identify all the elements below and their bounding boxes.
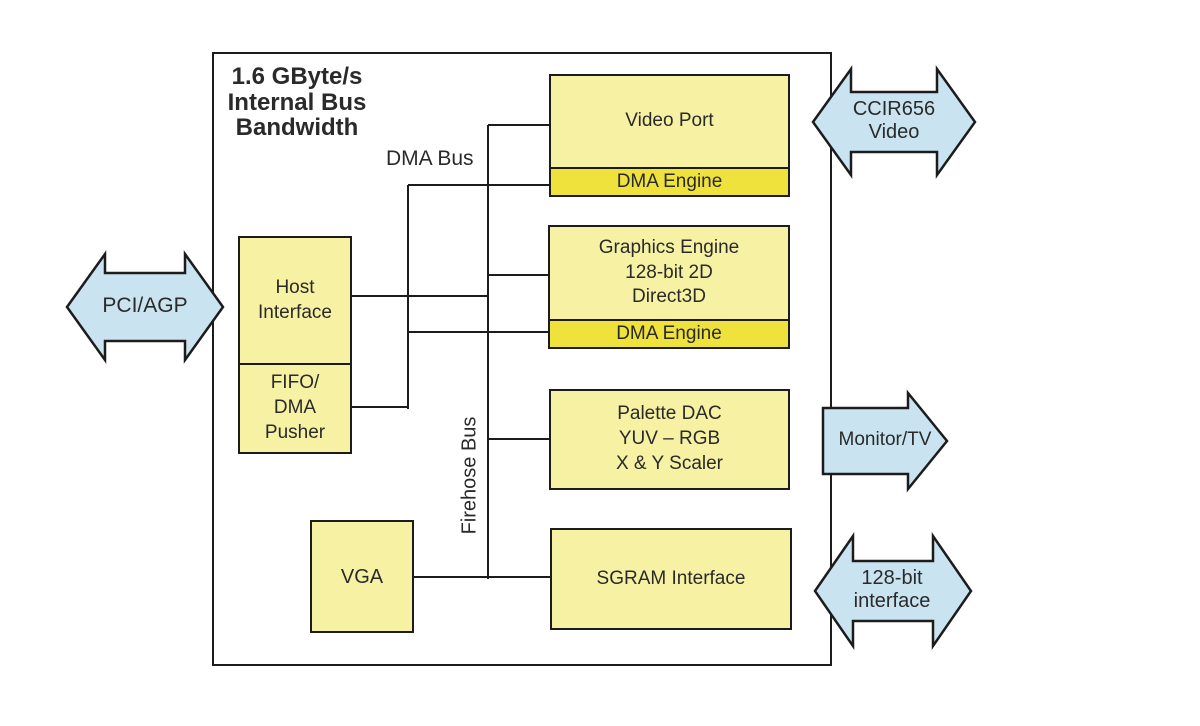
host-interface-block: Host Interface FIFO/ DMA Pusher (238, 236, 352, 454)
diagram-title: 1.6 GByte/s Internal Bus Bandwidth (227, 63, 367, 142)
connector-dmabus-graphics-dma (408, 331, 549, 333)
pci-agp-arrow-label: PCI/AGP (102, 294, 188, 317)
sgram-interface-block: SGRAM Interface (550, 528, 792, 630)
monitor-tv-arrow-label: Monitor/TV (838, 429, 932, 450)
connector-vga-sgram (414, 576, 551, 578)
palette-dac-block: Palette DAC YUV – RGB X & Y Scaler (549, 389, 790, 490)
firehose-bus-label: Firehose Bus (458, 416, 481, 535)
host-interface-label: Host Interface (258, 276, 332, 323)
chip-boundary-frame (212, 52, 832, 666)
connector-firehose-graphics (488, 274, 549, 276)
firehose-bus-line (487, 125, 489, 579)
graphics-engine-dma-engine-strip: DMA Engine (550, 319, 788, 347)
graphics-engine-block: Graphics Engine 128-bit 2D Direct3D DMA … (548, 225, 790, 349)
connector-fifo-dmabus (352, 406, 409, 408)
sgram-interface-label: SGRAM Interface (596, 567, 746, 589)
interface-128bit-arrow-icon (813, 531, 973, 651)
video-port-dma-engine-strip: DMA Engine (551, 167, 788, 195)
monitor-tv-arrow-icon (821, 389, 949, 493)
video-port-block: Video Port DMA Engine (549, 74, 790, 197)
ccir656-video-arrow-label: CCIR656 Video (852, 98, 936, 143)
vga-block: VGA (310, 520, 414, 633)
dma-bus-line (407, 185, 409, 409)
connector-firehose-palette (488, 438, 550, 440)
connector-firehose-videoport (488, 124, 550, 126)
graphics-engine-label: Graphics Engine 128-bit 2D Direct3D (598, 236, 740, 308)
connector-host-firehose (352, 295, 489, 297)
ccir656-video-arrow-icon (811, 65, 977, 179)
video-port-label: Video Port (625, 110, 714, 132)
palette-dac-label: Palette DAC YUV – RGB X & Y Scaler (615, 403, 724, 474)
dma-bus-label: DMA Bus (386, 147, 474, 170)
pci-agp-arrow-icon (65, 250, 225, 364)
connector-dmabus-videoport-dma (408, 184, 550, 186)
interface-128bit-arrow-label: 128-bit interface (853, 567, 931, 612)
fifo-dma-pusher-label: FIFO/ DMA Pusher (240, 363, 350, 452)
vga-label: VGA (340, 565, 384, 588)
